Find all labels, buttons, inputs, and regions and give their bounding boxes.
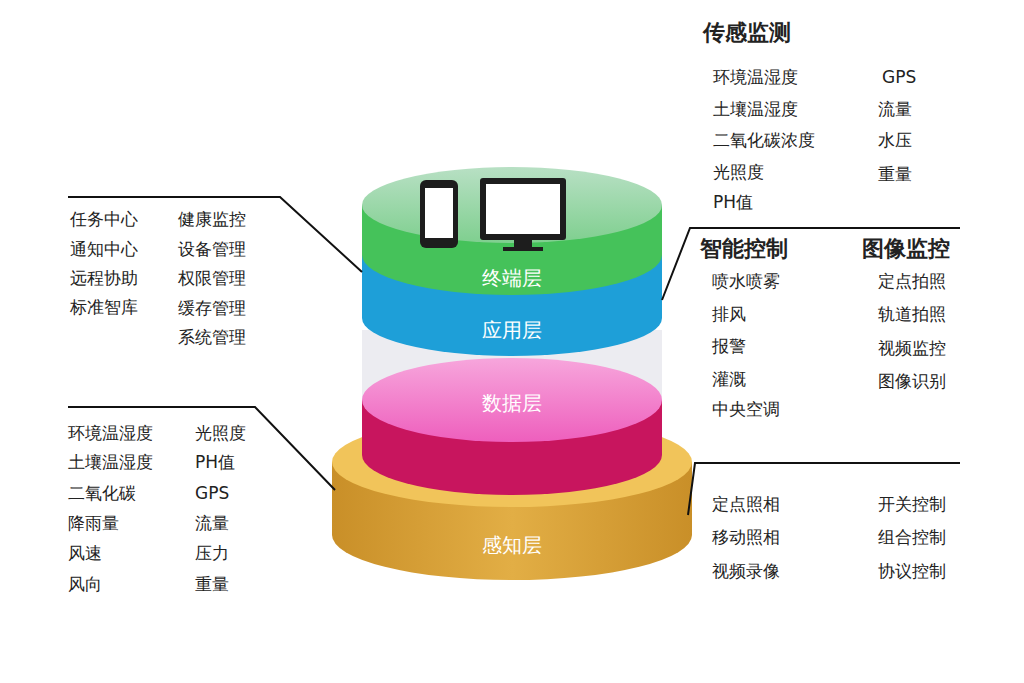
layer-band: 感知层 [472, 528, 552, 563]
feature-item: 流量 [878, 100, 912, 120]
monitor-base [503, 247, 543, 251]
feature-item: 风向 [68, 575, 102, 595]
layer-name: 应用层 [482, 317, 542, 344]
feature-item: 二氧化碳 [68, 484, 136, 504]
feature-item: 定点拍照 [878, 272, 946, 292]
feature-item: 环境温湿度 [713, 68, 798, 88]
monitor-stand [514, 240, 532, 248]
feature-item: 灌溉 [712, 370, 746, 390]
feature-item: 权限管理 [178, 269, 246, 289]
group-heading: 图像监控 [862, 236, 950, 261]
layer-name: 数据层 [482, 390, 542, 417]
leader-line [68, 407, 335, 490]
feature-item: GPS [195, 484, 229, 504]
feature-item: 土壤温湿度 [68, 453, 153, 473]
feature-item: PH值 [713, 193, 753, 213]
feature-item: 系统管理 [178, 328, 246, 348]
feature-item: 移动照相 [712, 528, 780, 548]
feature-item: 报警 [712, 337, 746, 357]
feature-item: 风速 [68, 544, 102, 564]
feature-item: 中央空调 [712, 400, 780, 420]
feature-item: 设备管理 [178, 240, 246, 260]
data-top [362, 358, 662, 442]
phone-icon [420, 180, 458, 248]
feature-item: 光照度 [195, 424, 246, 444]
feature-item: 喷水喷雾 [712, 272, 780, 292]
feature-item: 水压 [878, 131, 912, 151]
monitor-screen [486, 184, 560, 234]
feature-item: 远程协助 [70, 269, 138, 289]
feature-item: 缓存管理 [178, 299, 246, 319]
phone-screen [425, 188, 453, 238]
feature-item: 二氧化碳浓度 [713, 131, 815, 151]
feature-item: 图像识别 [878, 372, 946, 392]
monitor-icon [480, 178, 566, 240]
feature-item: 重量 [195, 575, 229, 595]
group-heading: 智能控制 [700, 236, 788, 261]
feature-item: 环境温湿度 [68, 424, 153, 444]
leader-line [662, 228, 960, 300]
layer-name: 终端层 [482, 265, 542, 292]
leader-line [68, 197, 362, 272]
feature-item: 组合控制 [878, 528, 946, 548]
feature-item: 压力 [195, 544, 229, 564]
feature-item: 视频监控 [878, 339, 946, 359]
feature-item: 视频录像 [712, 562, 780, 582]
group-heading: 传感监测 [703, 20, 791, 45]
feature-item: 定点照相 [712, 495, 780, 515]
feature-item: 标准智库 [70, 298, 138, 318]
feature-item: GPS [882, 68, 916, 88]
feature-item: 土壤温湿度 [713, 100, 798, 120]
layer-band: 应用层 [472, 313, 552, 348]
feature-item: 重量 [878, 165, 912, 185]
layer-name: 感知层 [482, 532, 542, 559]
feature-item: PH值 [195, 453, 235, 473]
feature-item: 流量 [195, 514, 229, 534]
feature-item: 通知中心 [70, 240, 138, 260]
terminal-top [362, 167, 662, 243]
feature-item: 健康监控 [178, 210, 246, 230]
feature-item: 轨道拍照 [878, 305, 946, 325]
feature-item: 光照度 [713, 163, 764, 183]
layer-band: 终端层 [472, 261, 552, 296]
feature-item: 开关控制 [878, 495, 946, 515]
leader-line [688, 463, 960, 515]
feature-item: 降雨量 [68, 514, 119, 534]
layer-band: 数据层 [472, 386, 552, 421]
feature-item: 协议控制 [878, 562, 946, 582]
feature-item: 任务中心 [70, 210, 138, 230]
feature-item: 排风 [712, 305, 746, 325]
